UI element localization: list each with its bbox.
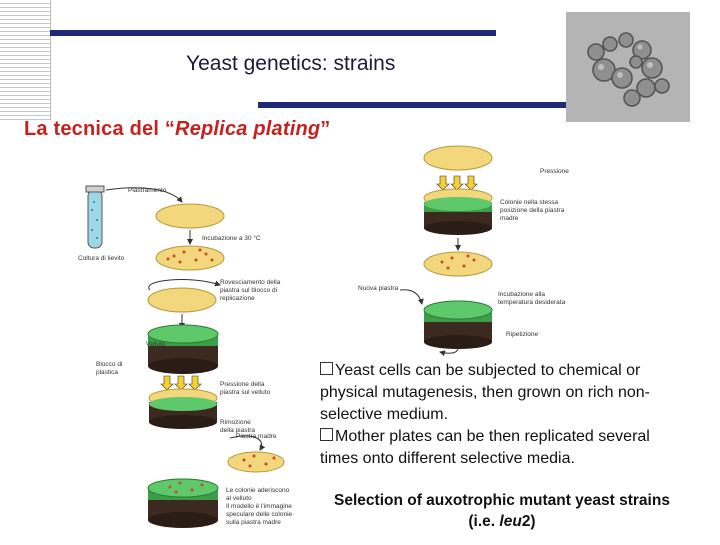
banner-suffix: ” [320,118,331,140]
label-piastra-madre: Piastra madre [236,433,277,440]
label-pressione-velluto-2: piastra sul velluto [220,389,271,396]
title-rule-top [50,30,496,36]
label-colonie-2: al velluto [226,495,252,502]
velvet-block-right [423,300,493,349]
label-incubazione: Incubazione a 30 °C [202,234,261,242]
title-rule-bottom [258,102,600,108]
bullet-list: Yeast cells can be subjected to chemical… [320,360,692,470]
yeast-cells-image [566,12,690,122]
label-colonie-4: speculare delle colonie [226,511,293,518]
bullet-item: Mother plates can be then replicated sev… [320,426,692,470]
label-rimozione-2: della piastra [220,427,255,434]
label-pressione-velluto-1: Pressione della [220,381,265,388]
caption-text: Selection of auxotrophic mutant yeast st… [334,492,670,530]
label-colonie-stessa-1: Colonie nella stessa [500,199,559,206]
caption-after: 2) [521,513,536,530]
velvet-block [147,324,219,374]
label-ripetizione: Ripetizione [506,331,539,338]
label-rovesciamento-1: Rovesciamento della [220,279,281,286]
checkbox-bullet-icon [320,362,333,375]
decorative-stripe [0,0,51,120]
label-colonie-stessa-2: posizione della piastra [500,207,565,214]
mother-plate [227,451,285,473]
plate-colonies [155,245,225,271]
label-colonie-3: Il modello è l'immagine [226,503,292,510]
culture-tube [85,185,105,249]
label-velluto: Velluto [146,341,166,348]
velvet-with-colonies [147,478,219,528]
label-blocco-2: plastica [96,369,118,376]
yeast-micrograph [566,12,690,122]
label-pressione: Pressione [540,168,569,175]
replica-plating-banner: La tecnica del “Replica plating” [24,118,331,141]
checkbox-bullet-icon [320,428,333,441]
bullet-text: Yeast cells can be subjected to chemical… [320,362,650,423]
banner-italic: Replica plating [175,118,321,140]
label-rimozione-1: Rimozione [220,419,251,426]
label-blocco-1: Blocco di [96,361,122,368]
label-colonie-1: Le colonie aderiscono [226,487,290,494]
slide-title: Yeast genetics: strains [186,52,396,75]
new-plate-colonies [423,251,493,277]
label-rovesciamento-3: replicazione [220,295,255,302]
replica-plating-diagram: Plastramento Coltura di lievito Incubazi… [70,140,630,540]
press-arrows [160,375,202,391]
label-incubazione-temp-1: Incubazione alla [498,291,545,298]
label-rovesciamento-2: piastra sul blocco di [220,287,277,294]
press-stack-right [423,188,493,235]
plate-right-top [423,145,493,171]
selection-caption: Selection of auxotrophic mutant yeast st… [334,490,670,532]
bullet-item: Yeast cells can be subjected to chemical… [320,360,692,426]
press-arrows-right [436,175,478,191]
label-colonie-stessa-3: madre [500,215,519,222]
plate-empty [155,203,225,229]
label-incubazione-temp-2: temperatura desiderata [498,299,566,306]
bullet-text: Mother plates can be then replicated sev… [320,428,650,467]
label-plastramento: Plastramento [128,187,167,194]
caption-italic: leu [499,513,522,530]
label-colonie-5: sulla piastra madre [226,519,281,526]
plate-empty-2 [147,287,217,313]
replica-plating-illustration: Plastramento Coltura di lievito Incubazi… [78,145,569,528]
banner-prefix: La tecnica del “ [24,118,176,140]
label-nuova-piastra: Nuova piastra [358,285,398,292]
label-coltura: Coltura di lievito [78,255,125,262]
pressed-plate [148,388,218,429]
